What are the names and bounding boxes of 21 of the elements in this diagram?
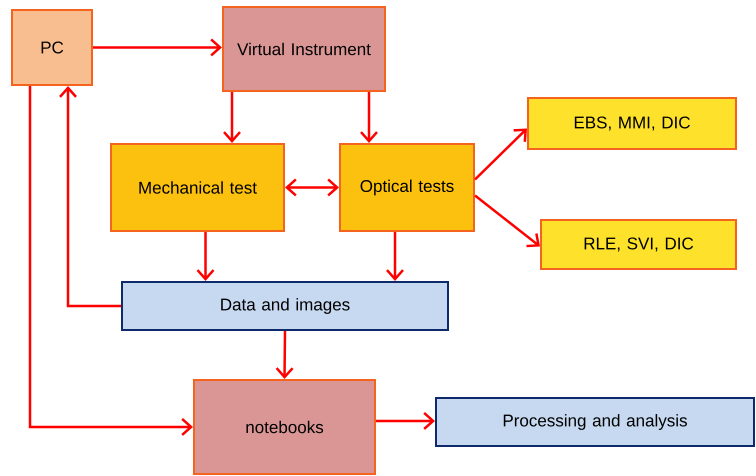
process-box: Optical tests — [339, 143, 475, 232]
arrow — [28, 86, 193, 436]
arrow — [474, 128, 527, 180]
arrow — [360, 92, 378, 143]
arrow — [93, 38, 222, 56]
process-box: RLE, SVI, DIC — [540, 218, 737, 270]
process-box: notebooks — [193, 378, 376, 475]
process-box: Data and images — [121, 280, 449, 331]
arrow — [376, 412, 435, 430]
arrow — [196, 232, 214, 281]
process-box: Processing and analysis — [435, 396, 755, 447]
arrow — [223, 92, 241, 143]
process-box: Mechanical test — [110, 143, 285, 232]
process-box: Virtual Instrument — [222, 6, 386, 92]
arrow — [59, 86, 121, 308]
arrow — [474, 194, 540, 248]
arrow — [276, 330, 294, 379]
process-box: PC — [11, 9, 93, 86]
arrow — [386, 232, 404, 281]
arrow — [285, 178, 339, 196]
process-box: EBS, MMI, DIC — [527, 97, 737, 150]
